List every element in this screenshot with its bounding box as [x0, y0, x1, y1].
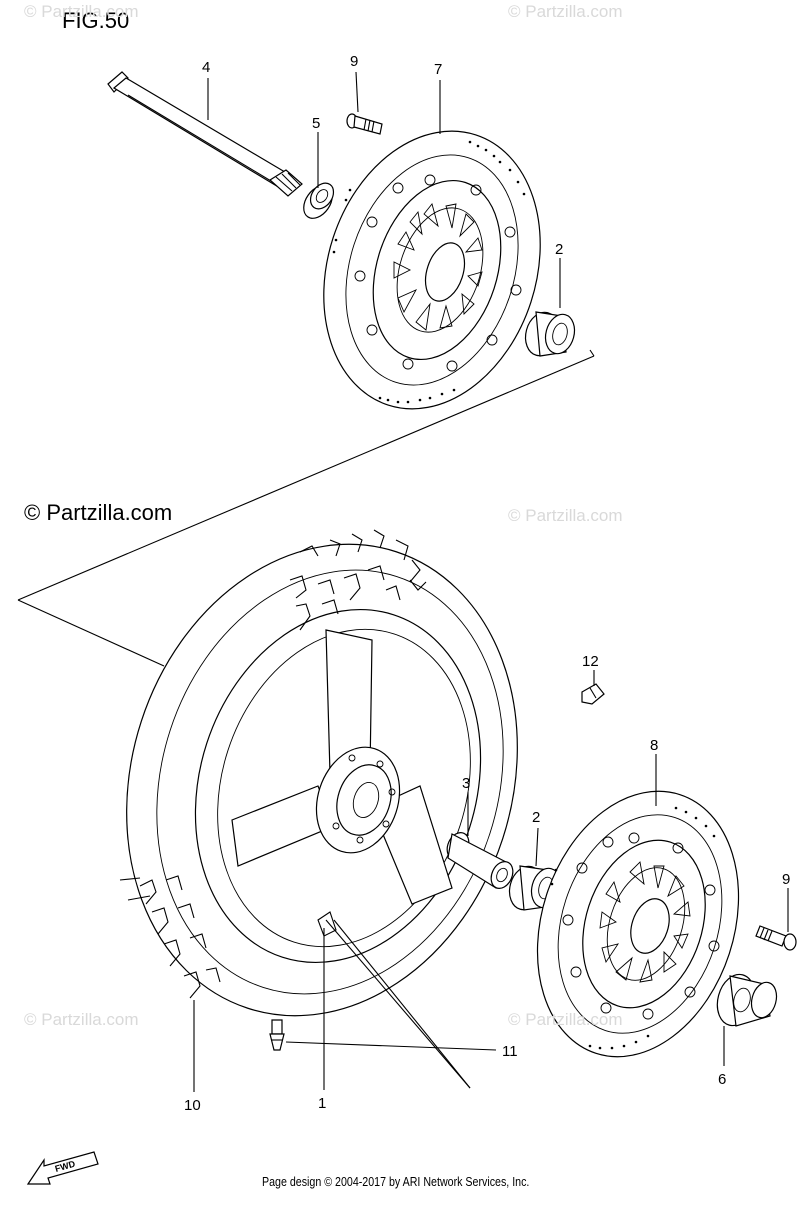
watermark-bottom-left: © Partzilla.com — [24, 1010, 139, 1029]
spacer-part[interactable] — [443, 829, 517, 892]
balance-weight-part[interactable] — [581, 683, 605, 705]
callout-9-upper: 9 — [350, 53, 358, 70]
watermark-top-left: © Partzilla.com — [24, 2, 139, 21]
copyright-notice: © Partzilla.com — [24, 500, 173, 525]
callout-12: 12 — [582, 653, 599, 670]
collar-part[interactable] — [298, 179, 338, 224]
callout-2-upper: 2 — [555, 241, 563, 258]
disc-bolt-part-lower[interactable] — [755, 925, 797, 951]
callout-9-lower: 9 — [782, 871, 790, 888]
page-footer: Page design © 2004-2017 by ARI Network S… — [262, 1174, 530, 1189]
callout-11: 11 — [502, 1043, 518, 1060]
callout-leader-lines — [193, 71, 789, 1092]
tire-valve-part[interactable] — [269, 1019, 285, 1051]
bearing-part-upper[interactable] — [521, 309, 579, 360]
callout-2-lower: 2 — [532, 809, 540, 826]
callout-10: 10 — [184, 1097, 201, 1114]
callout-3: 3 — [462, 775, 470, 792]
brake-disc-right-part[interactable] — [505, 765, 772, 1083]
callout-7: 7 — [434, 61, 442, 78]
callout-6: 6 — [718, 1071, 726, 1088]
axle-part[interactable] — [107, 71, 303, 197]
watermark-middle-right: © Partzilla.com — [508, 506, 623, 525]
callout-8: 8 — [650, 737, 658, 754]
watermark-top-right: © Partzilla.com — [508, 2, 623, 21]
callout-5: 5 — [312, 115, 320, 132]
wheel-assembly-part[interactable] — [67, 493, 577, 1067]
forward-direction-arrow-icon: FWD — [26, 1151, 99, 1185]
brake-disc-left-part[interactable] — [289, 103, 575, 437]
assembly-guide-lines — [17, 349, 595, 667]
figure-title: FIG.50 — [62, 8, 130, 33]
callout-1: 1 — [318, 1095, 326, 1112]
disc-bolt-part-upper[interactable] — [346, 113, 383, 135]
speedometer-gearbox-part[interactable] — [712, 970, 780, 1030]
callout-4: 4 — [202, 59, 210, 76]
watermark-bottom-right: © Partzilla.com — [508, 1010, 623, 1029]
